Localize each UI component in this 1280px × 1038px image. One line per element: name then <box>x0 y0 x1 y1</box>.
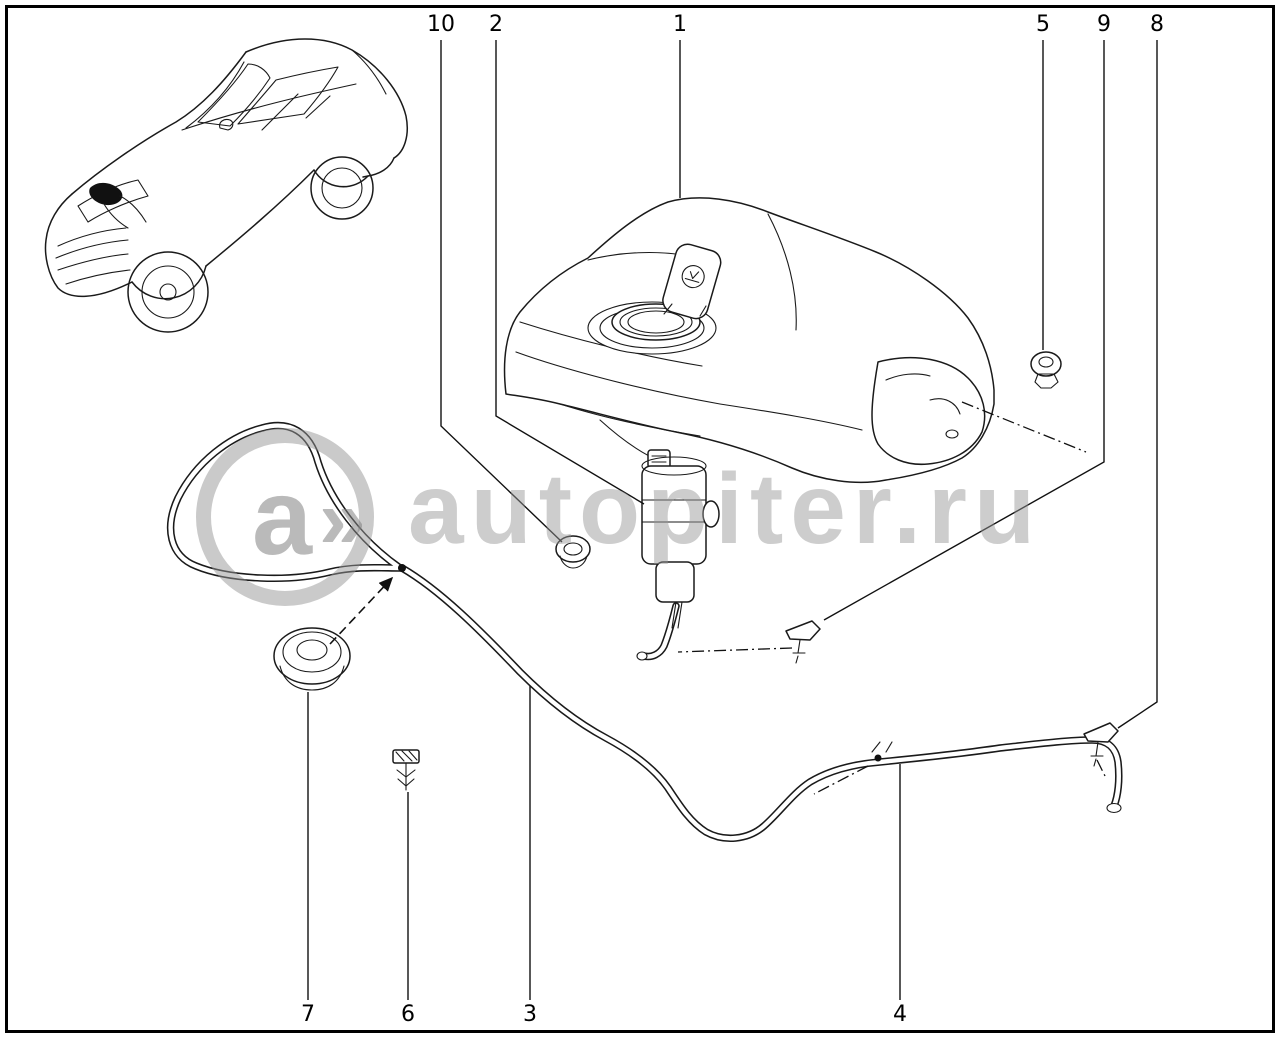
callout-4: 4 <box>893 1002 907 1027</box>
callout-6: 6 <box>401 1002 415 1027</box>
callout-3: 3 <box>523 1002 537 1027</box>
callout-9: 9 <box>1097 12 1111 37</box>
callout-1: 1 <box>673 12 687 37</box>
callout-10: 10 <box>427 12 455 37</box>
hose-connector <box>398 564 406 572</box>
callout-5: 5 <box>1036 12 1050 37</box>
callout-2: 2 <box>489 12 503 37</box>
fastener-nut <box>1030 351 1062 389</box>
washer-reservoir <box>503 197 995 484</box>
washer-nozzle-right <box>1083 722 1119 767</box>
grommet-large <box>273 627 351 691</box>
reservoir-bracket <box>871 356 986 466</box>
construction-lines <box>329 401 1106 795</box>
callout-8: 8 <box>1150 12 1164 37</box>
hood-highlight-blob <box>89 182 147 229</box>
diagram-border <box>5 5 1275 1033</box>
washer-pump <box>641 449 720 629</box>
hose-tee-junction <box>871 741 893 762</box>
reservoir-cap <box>611 243 722 341</box>
hose-clip <box>392 749 420 791</box>
callout-7: 7 <box>301 1002 315 1027</box>
grommet-small <box>555 535 591 569</box>
leader-lines <box>307 40 1158 1000</box>
washer-nozzle-left <box>785 620 821 664</box>
vehicle-thumbnail <box>44 38 408 333</box>
